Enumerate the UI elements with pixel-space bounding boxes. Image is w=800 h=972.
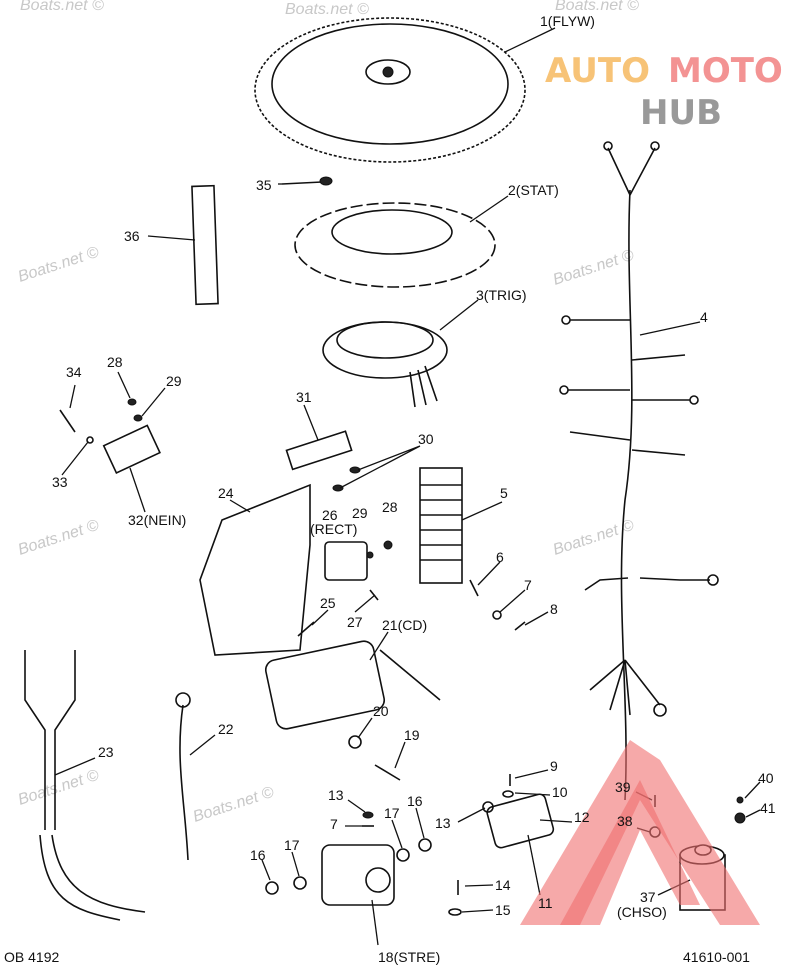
callout-label: 25 — [320, 595, 336, 611]
watermark: Boats.net © — [555, 0, 639, 14]
callout-label: 16 — [250, 847, 266, 863]
callout-label: 29 — [352, 505, 368, 521]
logo-text-hub: HUB — [640, 93, 722, 133]
leader-lines — [54, 27, 761, 946]
drawing-code-right: 41610-001 — [683, 949, 750, 965]
callout-label: 18(STRE) — [378, 949, 440, 965]
callout-label: 31 — [296, 389, 312, 405]
flywheel — [254, 17, 526, 163]
callout-label: 13 — [435, 815, 451, 831]
automotohub-logo: AUTO MOTO HUB — [520, 51, 783, 925]
callout-label: 1(FLYW) — [540, 13, 595, 29]
fasteners — [59, 398, 746, 916]
callout-label: 10 — [552, 784, 568, 800]
battery-cable — [179, 704, 189, 861]
callout-label: 24 — [218, 485, 234, 501]
callout-label: (RECT) — [310, 521, 357, 537]
terminal-block-dividers — [420, 484, 462, 561]
cd-module — [264, 640, 386, 730]
logo-text-moto: MOTO — [668, 51, 783, 91]
callout-label: 26 — [322, 507, 338, 523]
callout-label: 17 — [284, 837, 300, 853]
callout-label: 14 — [495, 877, 511, 893]
watermark: Boats.net © — [285, 1, 369, 18]
callout-label: 29 — [166, 373, 182, 389]
trigger — [322, 321, 448, 408]
cd-module-lead — [379, 649, 441, 701]
callout-label: 11 — [538, 895, 553, 911]
callout-label: 27 — [347, 614, 363, 630]
callout-label: 7 — [524, 577, 532, 593]
callout-label: 33 — [52, 474, 68, 490]
callout-label: 37 — [640, 889, 656, 905]
starter-solenoid — [321, 844, 395, 906]
terminal-block-31 — [285, 430, 353, 471]
callout-label: 16 — [407, 793, 423, 809]
callout-label: 19 — [404, 727, 420, 743]
watermark: Boats.net © — [191, 784, 276, 826]
callout-label: 36 — [124, 228, 140, 244]
watermark: Boats.net © — [551, 247, 636, 289]
callout-label: 23 — [98, 744, 114, 760]
callout-label: 28 — [107, 354, 123, 370]
callout-label: (CHSO) — [617, 904, 667, 920]
resistor-32 — [102, 424, 161, 474]
callout-label: 34 — [66, 364, 82, 380]
callout-label: 39 — [615, 779, 631, 795]
callout-label: 9 — [550, 758, 558, 774]
callout-label: 4 — [700, 309, 708, 325]
callout-label: 35 — [256, 177, 272, 193]
callout-label: 15 — [495, 902, 511, 918]
watermark: Boats.net © — [20, 0, 104, 14]
callout-label: 22 — [218, 721, 234, 737]
callout-label: 40 — [758, 770, 774, 786]
callout-label: 17 — [384, 805, 400, 821]
callout-label: 21(CD) — [382, 617, 427, 633]
terminal-block-5 — [419, 467, 463, 584]
callout-label: 30 — [418, 431, 434, 447]
callout-label: 3(TRIG) — [476, 287, 527, 303]
mounting-plate — [199, 483, 311, 656]
screw — [319, 176, 333, 186]
watermark: Boats.net © — [16, 517, 101, 559]
callout-label: 8 — [550, 601, 558, 617]
callout-label: 13 — [328, 787, 344, 803]
callout-label: 2(STAT) — [508, 182, 559, 198]
callout-labels: 1(FLYW) 2(STAT) 3(TRIG) 4 35 36 34 28 29… — [4, 13, 776, 965]
y-cable-ends — [39, 834, 146, 921]
y-cable — [24, 650, 76, 830]
relay-12 — [486, 793, 555, 849]
logo-text-auto: AUTO — [545, 51, 650, 91]
callout-label: 6 — [496, 549, 504, 565]
screw-shank — [281, 181, 323, 185]
solenoid-terminal — [365, 867, 391, 893]
rectifier — [324, 541, 368, 581]
watermark: Boats.net © — [16, 244, 101, 286]
callout-label: 5 — [500, 485, 508, 501]
insulator-strip — [191, 184, 219, 306]
callout-label: 12 — [574, 809, 590, 825]
callout-label: 7 — [330, 816, 338, 832]
callout-label: 38 — [617, 813, 633, 829]
callout-label: 32(NEIN) — [128, 512, 186, 528]
drawing-code-left: OB 4192 — [4, 949, 59, 965]
cable-eyelet — [175, 692, 191, 708]
callout-label: 28 — [382, 499, 398, 515]
callout-label: 41 — [760, 800, 776, 816]
stator — [294, 202, 496, 288]
callout-label: 20 — [373, 703, 389, 719]
wiring-harness — [559, 141, 719, 801]
